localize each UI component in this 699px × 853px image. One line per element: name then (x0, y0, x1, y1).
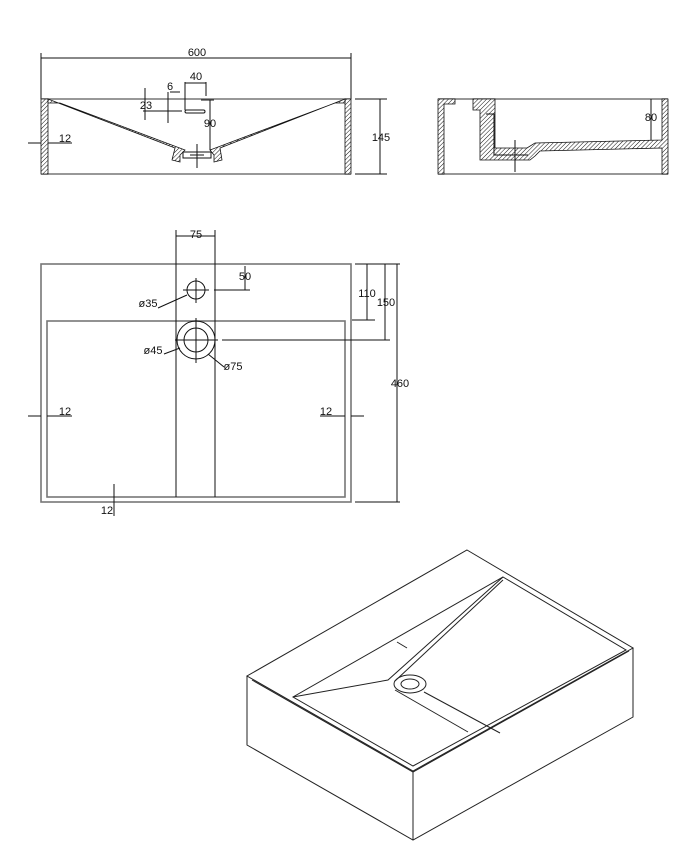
dim-slot-offset: 6 (167, 81, 173, 93)
dim-drain-offset: 150 (377, 297, 395, 309)
top-view: 75 50 ø35 110 150 ø45 ø75 460 12 12 12 (28, 229, 409, 517)
front-section-view: 600 6 40 23 90 12 145 (28, 47, 390, 175)
dim-strip-width: 75 (190, 229, 202, 241)
dim-slot-depth: 90 (204, 118, 216, 130)
dim-basin-offset: 110 (358, 288, 376, 300)
side-section-view: 80 (437, 98, 669, 175)
isometric-view (245, 549, 635, 841)
dim-tap-offset: 50 (239, 271, 251, 283)
dim-wall-right: 12 (320, 406, 332, 418)
dim-tap-hole: ø35 (139, 298, 158, 310)
dim-drain-outer: ø75 (224, 361, 243, 373)
dim-height: 145 (372, 132, 390, 144)
dim-drain-inner: ø45 (144, 345, 163, 357)
dim-wall-left: 12 (59, 406, 71, 418)
dim-depth: 460 (391, 378, 409, 390)
dim-slot-height: 23 (140, 100, 152, 112)
dim-wall-bottom: 12 (101, 505, 113, 517)
dim-slot-length: 40 (190, 71, 202, 83)
dim-wall: 12 (59, 133, 71, 145)
dim-side-depth: 80 (645, 112, 657, 124)
dim-width: 600 (188, 47, 206, 59)
